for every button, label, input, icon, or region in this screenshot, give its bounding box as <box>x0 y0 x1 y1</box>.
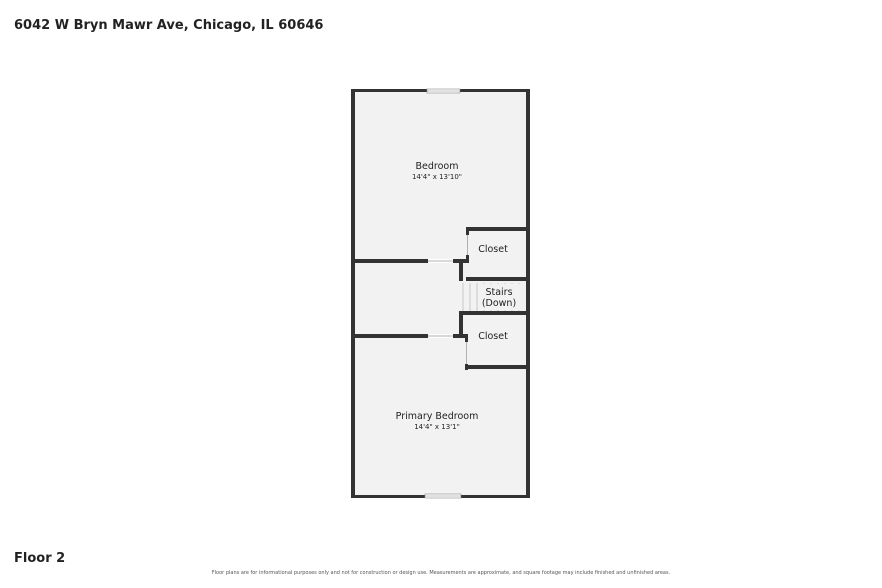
stairs-label-bg <box>478 284 520 310</box>
door-primary-bedroom <box>428 334 453 338</box>
room-name-stairs-line1: Stairs <box>485 287 512 298</box>
door-bedroom <box>428 259 453 263</box>
room-name-closet-lower: Closet <box>478 331 508 342</box>
room-name-primary-bedroom: Primary Bedroom <box>396 411 479 422</box>
room-dims-primary-bedroom: 14'4" x 13'1" <box>414 423 460 431</box>
room-dims-bedroom: 14'4" x 13'10" <box>412 173 462 181</box>
floor-label: Floor 2 <box>14 551 66 566</box>
property-address: 6042 W Bryn Mawr Ave, Chicago, IL 60646 <box>14 18 324 33</box>
interior-walls <box>352 227 528 370</box>
room-name-stairs-line2: (Down) <box>482 298 516 309</box>
window-top <box>426 88 461 94</box>
room-name-bedroom: Bedroom <box>416 161 459 172</box>
room-name-closet-upper: Closet <box>478 244 508 255</box>
window-bottom <box>424 493 462 499</box>
disclaimer-text: Floor plans are for informational purpos… <box>211 570 671 576</box>
